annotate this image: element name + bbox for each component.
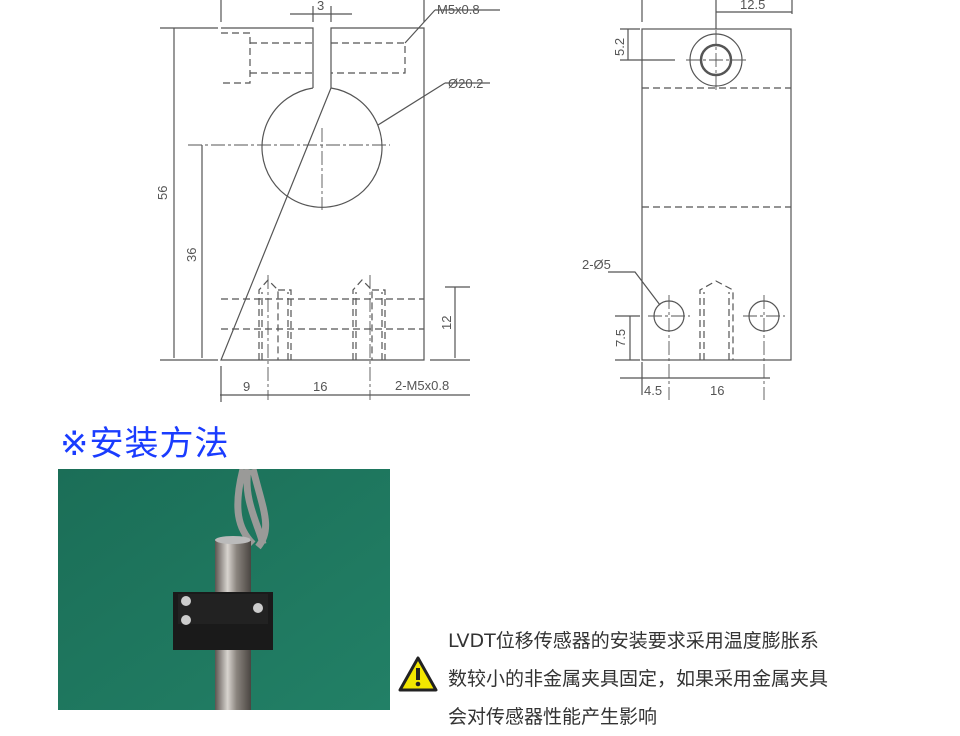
dim-center-height-label: 36 (184, 248, 199, 262)
dim-left-label: 4.5 (644, 383, 662, 398)
section-heading: ※安装方法 (60, 424, 230, 464)
dim-hole-depth-label: 12 (439, 316, 454, 330)
thread-bottom-label: 2-M5x0.8 (395, 378, 449, 393)
installation-note: LVDT位移传感器的安装要求采用温度膨胀系 数较小的非金属夹具固定，如果采用金属… (448, 622, 828, 736)
dim-top-label: 12.5 (740, 0, 765, 12)
dim-slot-label: 3 (317, 0, 324, 13)
dim-spacing-label: 16 (710, 383, 724, 398)
technical-drawings: 3 M5x0.8 Ø20.2 56 36 12 9 16 2-M5x0.8 12… (155, 0, 793, 402)
dim-height-label: 56 (155, 186, 170, 200)
dim-spacing-label: 16 (313, 379, 327, 394)
side-view: 12.5 5.2 2-Ø5 7.5 4.5 16 (582, 0, 793, 400)
dim-hole-offset-label: 5.2 (612, 38, 627, 56)
note-line: 数较小的非金属夹具固定，如果采用金属夹具 (448, 668, 829, 690)
note-line: 会对传感器性能产生影响 (448, 706, 658, 728)
front-view: 3 M5x0.8 Ø20.2 56 36 12 9 16 2-M5x0.8 (155, 0, 500, 402)
note-line: LVDT位移传感器的安装要求采用温度膨胀系 (448, 630, 819, 652)
dim-left-label: 9 (243, 379, 250, 394)
holes-label: 2-Ø5 (582, 257, 611, 272)
warning-icon (398, 656, 438, 692)
thread-top-label: M5x0.8 (437, 2, 480, 17)
dim-hole-height-label: 7.5 (613, 329, 628, 347)
bore-diameter-label: Ø20.2 (448, 76, 483, 91)
installation-photo (58, 469, 390, 710)
